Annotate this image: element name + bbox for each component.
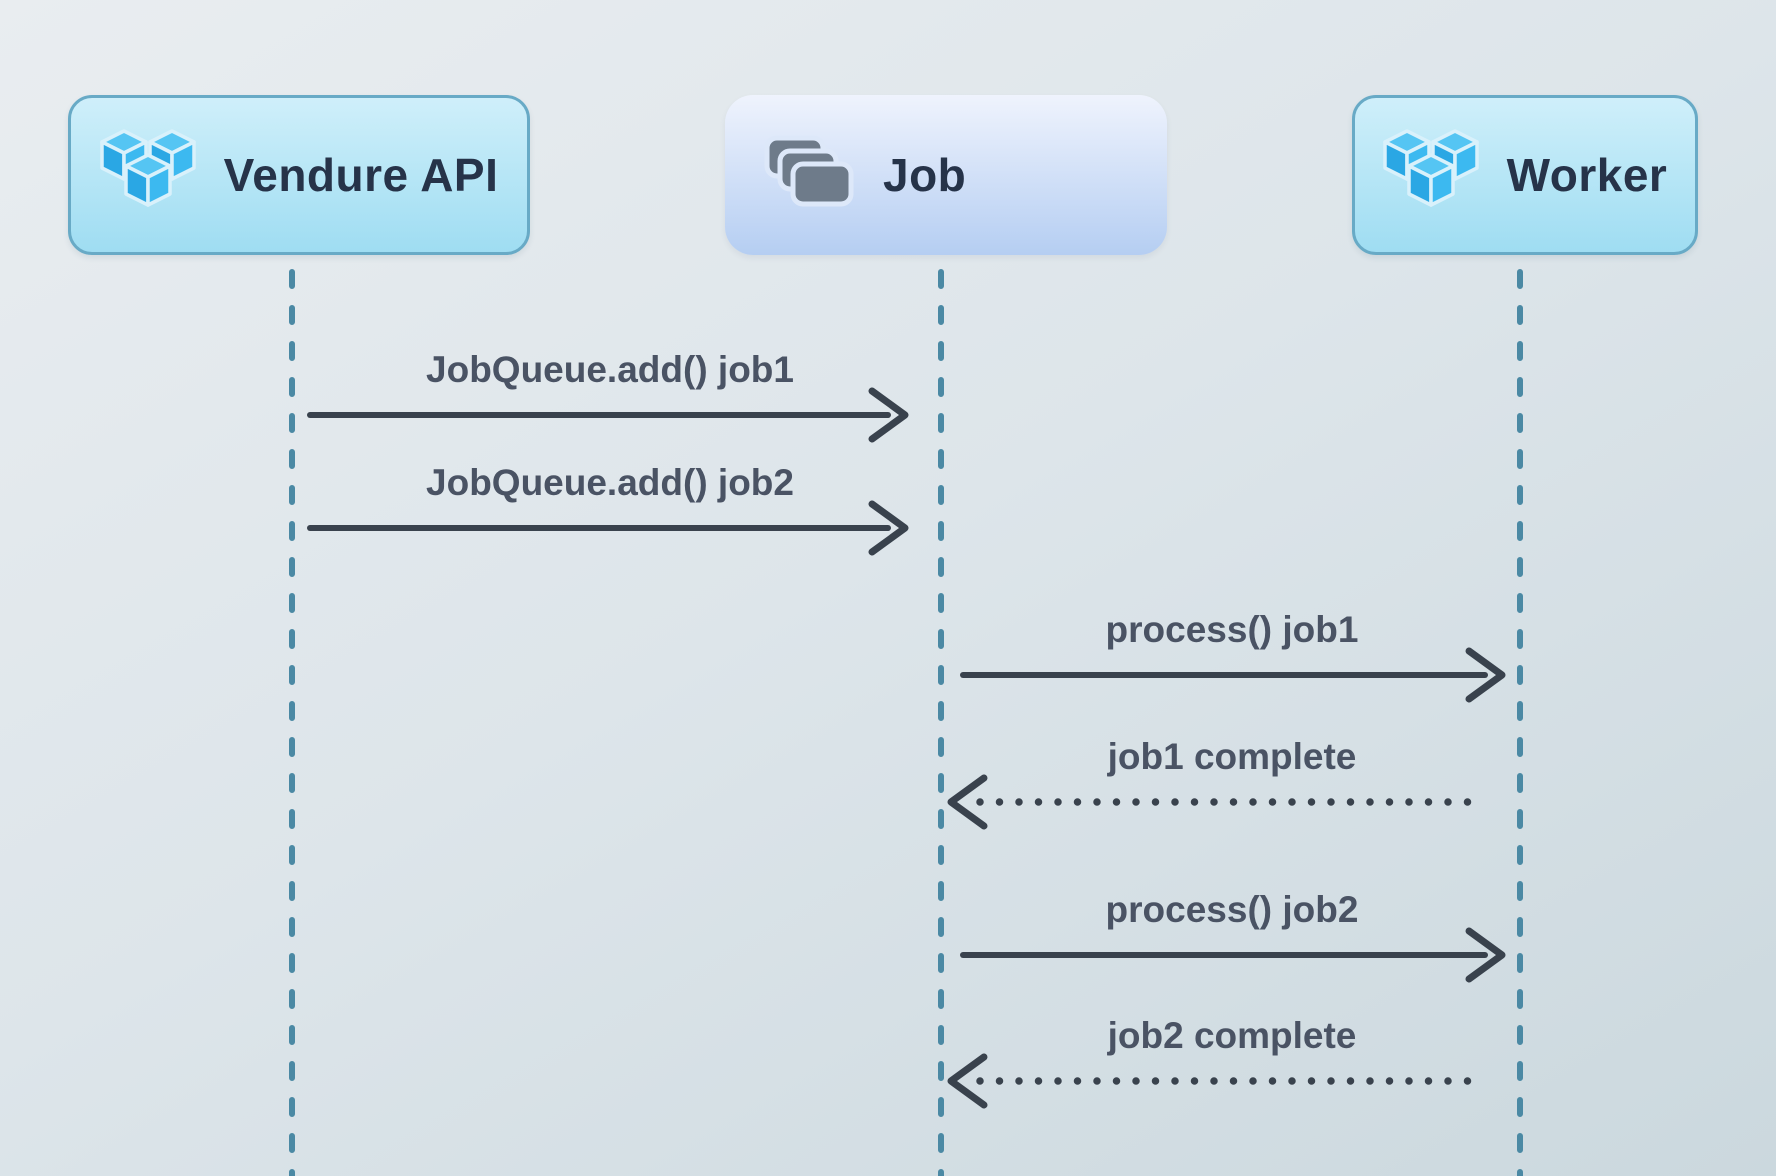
participant-label: Vendure API <box>223 149 499 201</box>
arrow-process-job1 <box>960 647 1506 703</box>
message-label-process-job1: process() job1 <box>1105 609 1359 650</box>
participant-vendure-api: Vendure API <box>68 95 530 255</box>
arrow-process-job2 <box>960 927 1506 983</box>
message-label-process-job2: process() job2 <box>1105 889 1359 930</box>
message-label-jobqueue-add-job2: JobQueue.add() job2 <box>426 462 794 503</box>
message-label-jobqueue-add-job1: JobQueue.add() job1 <box>426 349 794 390</box>
message-label-job1-complete: job1 complete <box>1107 736 1357 777</box>
arrow-job1-complete <box>947 774 1491 830</box>
cube-right <box>1430 129 1479 181</box>
arrow-jobqueue-add-job1 <box>307 387 909 443</box>
participant-worker: Worker <box>1352 95 1698 255</box>
arrow-job2-complete <box>947 1053 1491 1109</box>
vendure-cubes-icon <box>99 129 196 207</box>
message-label-job2-complete: job2 complete <box>1107 1015 1357 1056</box>
vendure-cubes-icon <box>1382 129 1479 207</box>
participant-job: Job <box>725 95 1167 255</box>
cube-front <box>123 153 172 207</box>
participant-label: Job <box>883 149 967 201</box>
arrow-jobqueue-add-job2 <box>307 500 909 556</box>
job-card-front <box>790 161 854 207</box>
participant-label: Worker <box>1506 149 1668 201</box>
stacked-jobs-icon <box>764 135 854 207</box>
cube-front <box>1406 153 1455 207</box>
